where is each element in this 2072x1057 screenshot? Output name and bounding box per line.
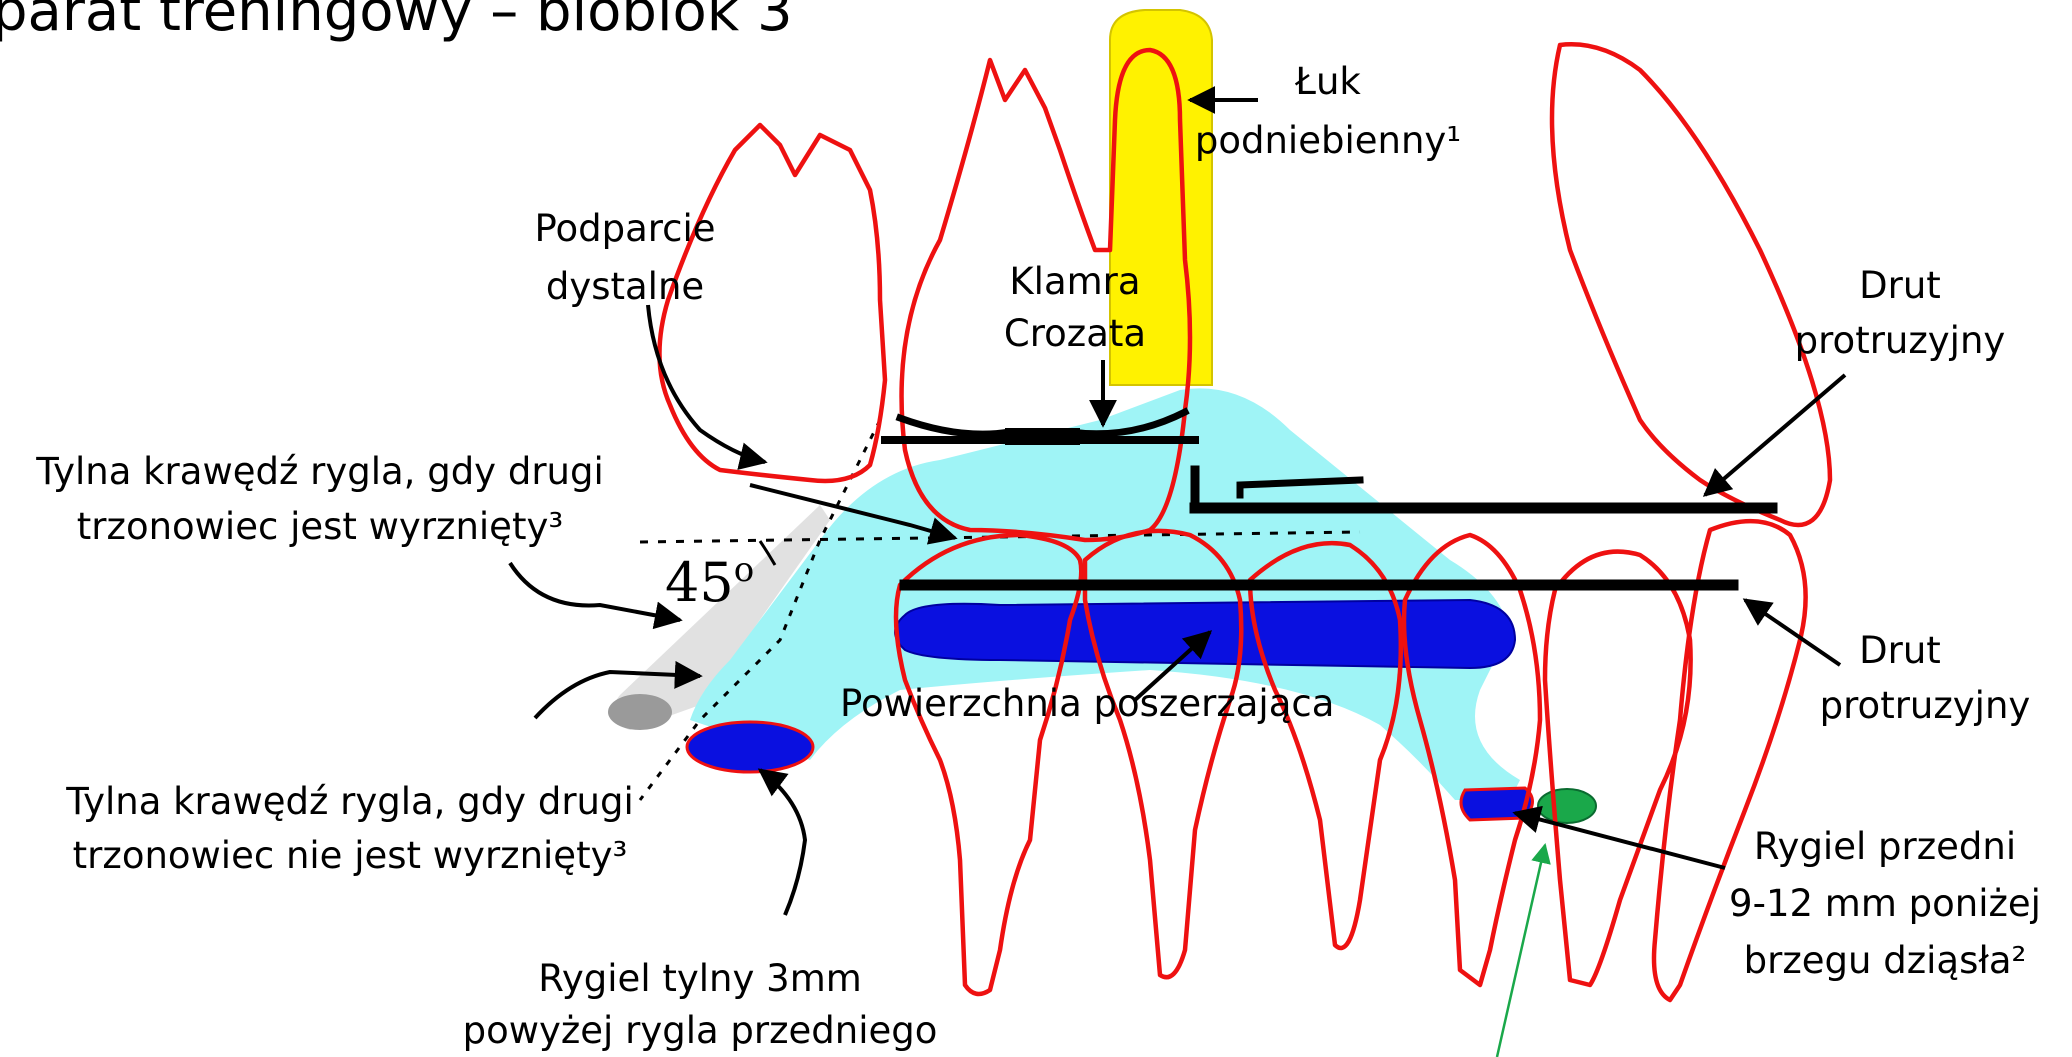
angle-label: 45o [665, 540, 754, 613]
label-tylna-niewyrz-2: trzonowiec nie jest wyrznięty³ [30, 832, 670, 880]
label-drut-top-1: Drut [1810, 262, 1990, 310]
label-klamra-1: Klamra [975, 258, 1175, 306]
green-marker [1538, 789, 1596, 823]
crozat-block [1005, 428, 1080, 445]
rygiel-tylny [687, 722, 813, 772]
label-podparcie-2: dystalne [505, 263, 745, 311]
label-drut-top-2: protruzyjny [1775, 317, 2025, 365]
acrylic-body [690, 388, 1520, 800]
label-luk-1: Łuk [1238, 58, 1418, 106]
angle-unit: o [734, 550, 754, 590]
label-powierzchnia: Powierzchnia poszerzająca [840, 680, 1334, 728]
label-rygiel-przedni-3: brzegu dziąsła² [1720, 937, 2050, 985]
label-drut-bottom-1: Drut [1810, 627, 1990, 675]
label-podparcie-1: Podparcie [505, 205, 745, 253]
page-title: parat treningowy – bioblok 3 [0, 0, 793, 42]
label-rygiel-przedni-1: Rygiel przedni [1720, 823, 2050, 871]
label-klamra-2: Crozata [975, 310, 1175, 358]
tooth-lower-premolar [1545, 552, 1691, 985]
label-tylna-wyrz-1: Tylna krawędź rygla, gdy drugi [0, 448, 640, 496]
label-drut-bottom-2: protruzyjny [1800, 682, 2050, 730]
label-rygiel-tylny-2: powyżej rygla przedniego [430, 1007, 970, 1055]
label-rygiel-przedni-2: 9-12 mm poniżej [1700, 880, 2070, 928]
label-tylna-niewyrz-1: Tylna krawędź rygla, gdy drugi [30, 778, 670, 826]
gray-ellipse [608, 694, 672, 730]
angle-value: 45 [665, 551, 734, 614]
tooth-upper-incisor [1552, 44, 1830, 525]
label-rygiel-tylny-1: Rygiel tylny 3mm [460, 955, 940, 1003]
label-luk-2: podniebienny¹ [1178, 117, 1478, 165]
label-tylna-wyrz-2: trzonowiec jest wyrznięty³ [0, 503, 640, 551]
